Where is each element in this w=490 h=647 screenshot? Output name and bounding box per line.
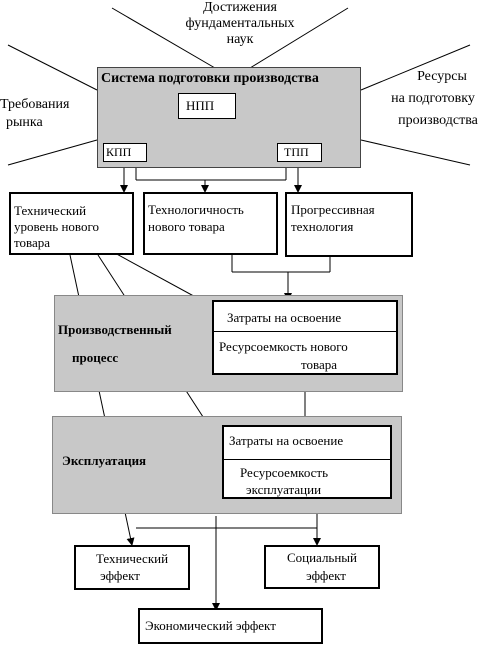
input-market-requirements: Требования рынка xyxy=(0,97,70,130)
input-fundamental-sciences: Достижения фундаментальных наук xyxy=(185,0,295,47)
input-line-fundamental-right xyxy=(249,7,349,69)
tech-level-box xyxy=(9,192,134,255)
economic-effect-label: Экономический эффект xyxy=(145,618,276,633)
social-effect-box xyxy=(264,545,380,589)
tpp-box xyxy=(277,143,322,162)
production-box xyxy=(212,300,398,375)
progressive-tech-box xyxy=(285,192,413,257)
operation-costs: Затраты на освоение xyxy=(229,433,344,448)
input-preparation-resources: Ресурсы на подготовку производства xyxy=(391,69,478,128)
npp-box xyxy=(178,93,236,119)
production-costs: Затраты на освоение xyxy=(227,310,342,325)
production-resource-intensity: Ресурсоемкость нового товара xyxy=(219,339,348,372)
manufacturability-box xyxy=(143,192,278,255)
technical-effect-box xyxy=(74,545,190,590)
progressive-tech-label: Прогрессивная технология xyxy=(291,202,375,234)
economic-effect-box xyxy=(138,608,323,644)
input-line-market-bottom xyxy=(7,139,98,166)
tpp-label: ТПП xyxy=(284,145,309,159)
input-line-fundamental-left xyxy=(111,7,216,69)
manufacturability-label: Технологичность нового товара xyxy=(148,202,244,234)
prep-system-title: Система подготовки производства xyxy=(101,71,319,86)
production-box-divider xyxy=(214,331,396,332)
input-line-resources-bottom xyxy=(360,139,471,166)
kpp-box xyxy=(103,143,147,162)
npp-label: НПП xyxy=(186,98,215,113)
input-line-resources-top xyxy=(360,44,471,91)
operation-box-divider xyxy=(224,459,390,460)
operation-label: Эксплуатация xyxy=(62,453,147,468)
kpp-label: КПП xyxy=(106,145,132,159)
tech-level-label: Технический уровень нового товара xyxy=(14,203,99,250)
operation-resource-intensity: Ресурсоемкость эксплуатации xyxy=(240,465,329,497)
operation-box xyxy=(222,425,392,499)
production-label: Производственный процесс xyxy=(58,322,172,365)
input-line-market-top xyxy=(7,44,98,91)
technical-effect-label: Технический эффект xyxy=(95,551,169,583)
social-effect-label: Социальный эффект xyxy=(286,550,358,583)
